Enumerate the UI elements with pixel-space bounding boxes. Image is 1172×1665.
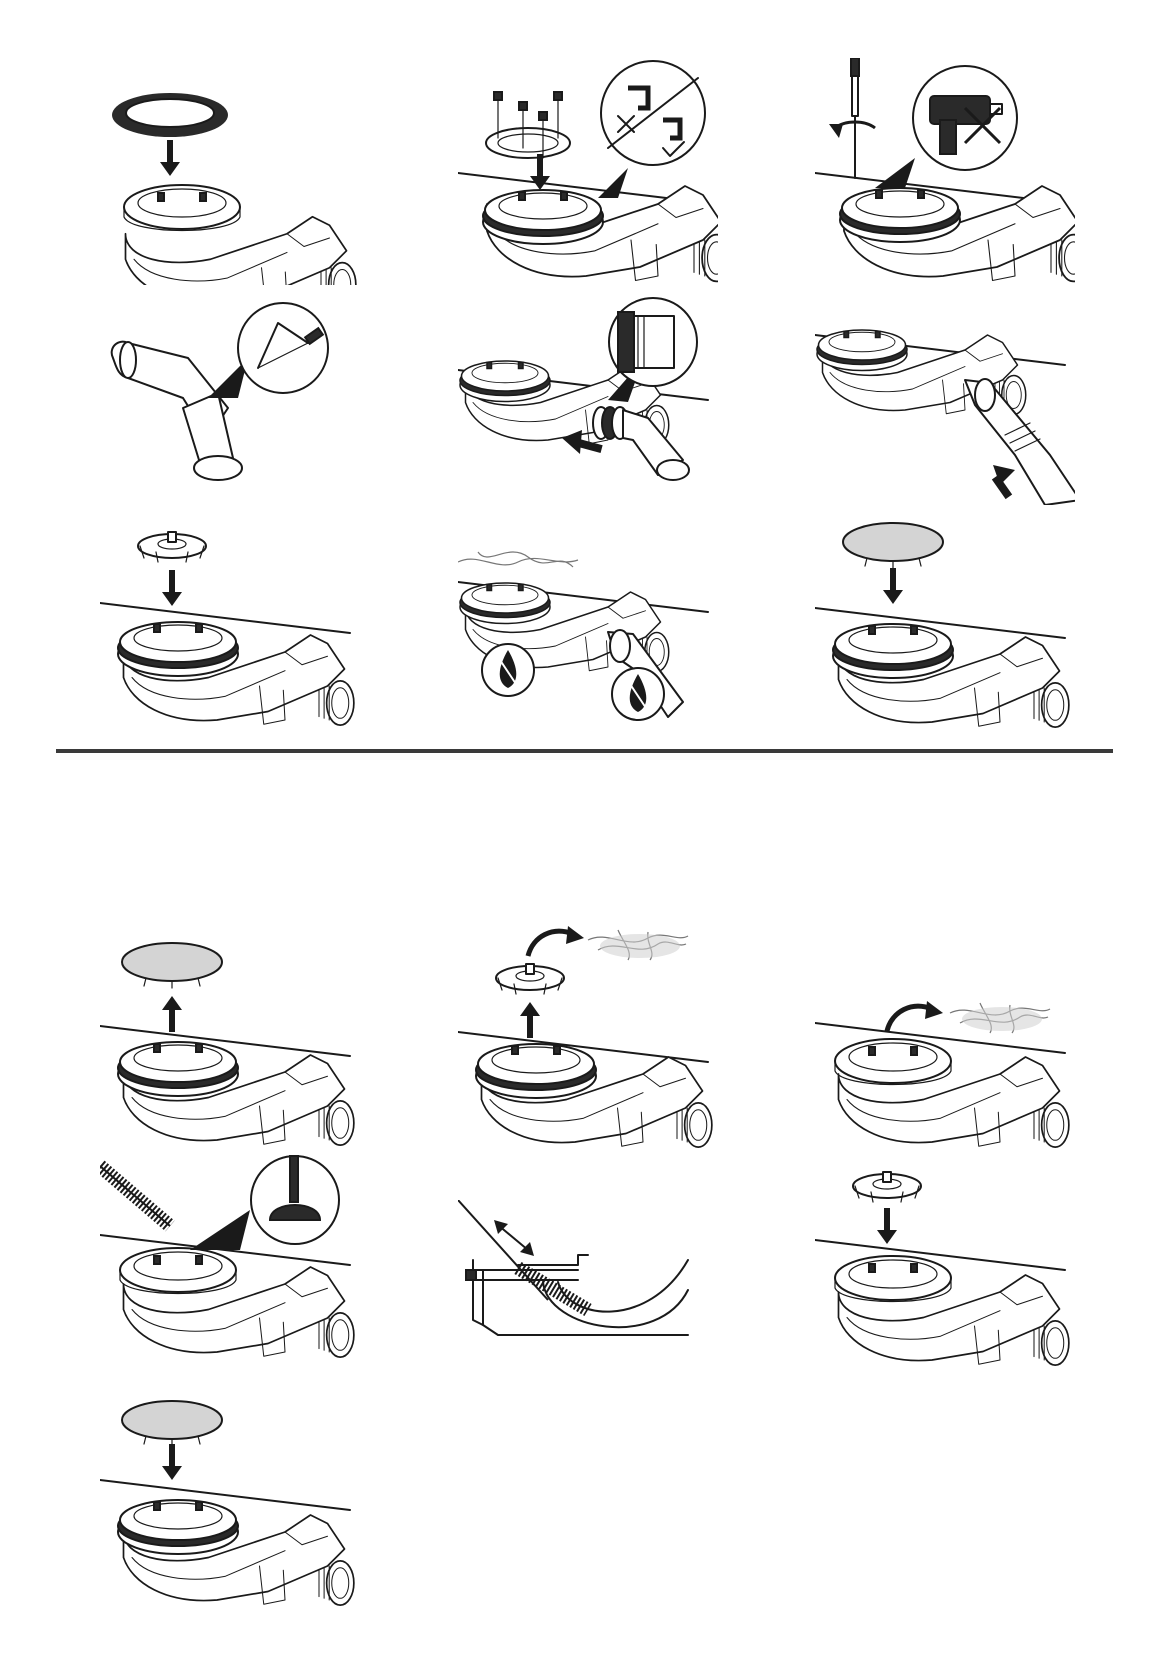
panel-replace-cover [100,1398,360,1608]
panel-brush-cleaning-plunger [100,1150,360,1360]
panel-place-cover [815,520,1075,730]
panel-section-brush-cleaning [458,1200,718,1350]
panel-insert-strainer [100,528,360,728]
panel-reinsert-strainer [815,1168,1075,1368]
panel-screw-clamping-ring [458,58,718,288]
panel-remove-strainer-hair [458,920,718,1150]
panel-screwdriver-no-drill [815,58,1075,288]
panel-pipe-connect-nut [458,290,718,510]
panel-lift-cover [100,938,360,1148]
panel-pipe-cutting-hacksaw [108,298,348,498]
panel-gasket-ring-insertion [100,85,360,285]
panel-pipe-push-in [815,325,1075,505]
panel-ring-hair-removal [815,995,1075,1155]
panel-leak-test-drops [458,542,718,742]
section-divider [56,749,1113,753]
